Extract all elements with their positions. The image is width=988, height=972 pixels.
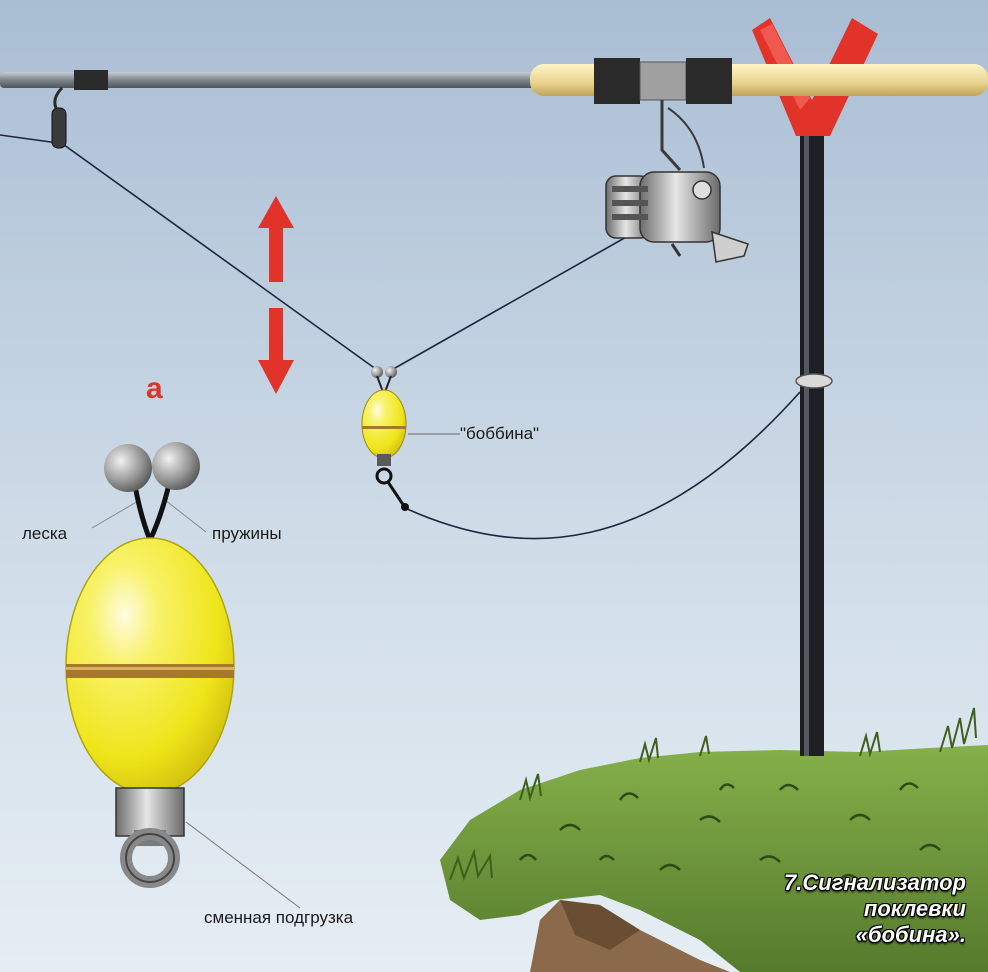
figure-caption: 7.Сигнализатор поклевки «бобина». [706, 870, 966, 948]
label-a: а [146, 372, 163, 405]
grass-bank [440, 707, 988, 972]
label-weight: сменная подгрузка [204, 908, 354, 927]
label-bobbin: "боббина" [460, 424, 540, 443]
down-arrow-icon [258, 308, 294, 394]
bobbin-large [65, 442, 301, 909]
fishing-line [0, 134, 801, 540]
label-springs: пружины [212, 524, 282, 543]
caption-line-3: «бобина». [855, 922, 966, 947]
bobbin-small [361, 366, 460, 511]
fishing-rod [0, 58, 988, 149]
up-arrow-icon [258, 196, 294, 282]
label-line: леска [22, 524, 68, 543]
caption-line-2: поклевки [863, 896, 966, 921]
caption-line-1: 7.Сигнализатор [784, 870, 966, 895]
reel-icon [605, 100, 749, 263]
